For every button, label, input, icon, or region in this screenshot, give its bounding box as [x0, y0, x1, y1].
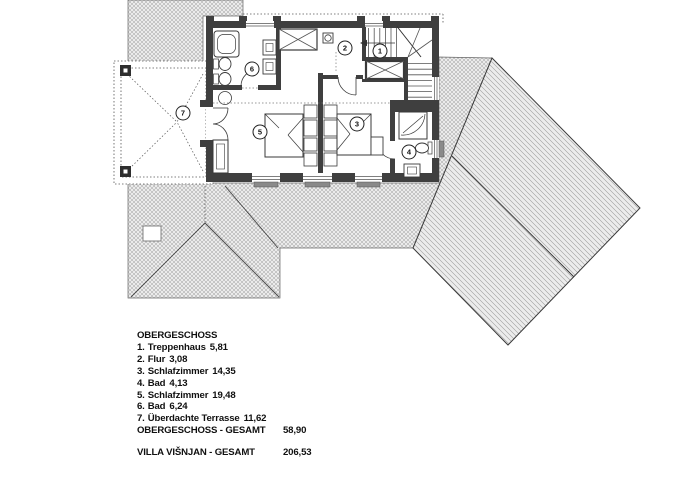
hall-closet [278, 28, 318, 51]
room-number-6: 6 [244, 61, 260, 77]
room-name: Flur [147, 353, 166, 365]
room-number-1: 1 [372, 43, 388, 59]
nightstand [303, 152, 318, 167]
room-num: 3. [137, 365, 145, 377]
room-num: 2. [137, 353, 145, 365]
headboard [303, 137, 318, 152]
bedroom-3 [323, 104, 384, 167]
washbasin [265, 43, 274, 52]
terrace-french-doors [212, 107, 229, 141]
bathroom-4 [376, 111, 433, 178]
terrace-post-core [123, 169, 128, 174]
staircase [360, 26, 433, 98]
wardrobe-inner [216, 143, 225, 170]
stair-direction-arrow [360, 39, 367, 47]
bidet-tank [213, 73, 219, 85]
bed [264, 113, 304, 158]
room-number-3: 3 [349, 116, 365, 132]
grand-total-label: VILLA VIŠNJAN - GESAMT [137, 447, 255, 459]
toilet-tank [213, 58, 219, 70]
room-area: 19,48 [212, 389, 236, 401]
legend-heading: OBERGESCHOSS [137, 330, 218, 341]
terrace [113, 60, 214, 185]
ceiling-fixture [324, 34, 332, 42]
terrace-post-core [123, 68, 128, 73]
nightstand [323, 104, 338, 119]
bathtub-basin [217, 34, 236, 54]
room-area: 14,35 [212, 365, 236, 377]
legend-total-row: OBERGESCHOSS - GESAMT 58,90 [137, 425, 377, 437]
room-num: 7. [137, 413, 145, 425]
washbasin [265, 62, 274, 71]
bidet [218, 72, 232, 86]
toilet [415, 142, 429, 154]
terrace-roof-diagonals [126, 73, 204, 172]
room-area: 4,13 [169, 377, 188, 389]
room-num: 1. [137, 341, 145, 353]
bathroom-6 [213, 30, 277, 87]
headboard [323, 137, 338, 152]
eave-dotted-lines [243, 13, 444, 24]
roof-hip-lines [130, 222, 280, 298]
hallway-2 [322, 32, 357, 96]
stair-void-box [364, 59, 406, 81]
room-num: 6. [137, 401, 145, 413]
legend-spacer [137, 437, 377, 447]
room-name: Bad [147, 401, 166, 413]
building [200, 16, 445, 188]
headboard [323, 119, 338, 137]
nightstand [323, 152, 338, 167]
room-num: 4. [137, 377, 145, 389]
bedroom-5 [212, 91, 318, 174]
toilet [218, 57, 232, 71]
room-number-2: 2 [337, 40, 353, 56]
ceiling-slope-dotted [213, 52, 390, 104]
roof-valley-line [224, 185, 279, 249]
terrace-inner-dotted [120, 67, 207, 178]
room-name: Überdachte Terrasse [147, 413, 240, 425]
headboard [303, 119, 318, 137]
terrace-door-opening [206, 107, 213, 140]
chimney [142, 225, 162, 242]
roof-diamond-ridge [451, 155, 575, 278]
roof-diamond [412, 57, 641, 346]
room-num: 5. [137, 389, 145, 401]
room-area: 6,24 [169, 401, 188, 413]
interior-walls [213, 27, 439, 173]
room-name: Treppenhaus [147, 341, 206, 353]
grand-total-value: 206,53 [283, 447, 312, 459]
nightstand [303, 104, 318, 119]
sink [407, 166, 417, 175]
total-label: OBERGESCHOSS - GESAMT [137, 425, 266, 437]
room-name: Schlafzimmer [147, 389, 209, 401]
windows [206, 21, 445, 188]
legend-grand-total-row: VILLA VIŠNJAN - GESAMT 206,53 [137, 447, 377, 459]
room-name: Schlafzimmer [147, 365, 209, 377]
room-area: 11,62 [243, 413, 267, 425]
total-value: 58,90 [283, 425, 307, 437]
room-name: Bad [147, 377, 166, 389]
room-area: 3,08 [169, 353, 188, 365]
room-area: 5,81 [209, 341, 228, 353]
ceiling-light [218, 91, 232, 105]
room-number-5: 5 [252, 124, 268, 140]
roof-diamond-outline [412, 57, 641, 346]
room-number-4: 4 [401, 144, 417, 160]
room-number-7: 7 [175, 105, 191, 121]
desk [370, 136, 384, 156]
door-arc [337, 76, 357, 96]
